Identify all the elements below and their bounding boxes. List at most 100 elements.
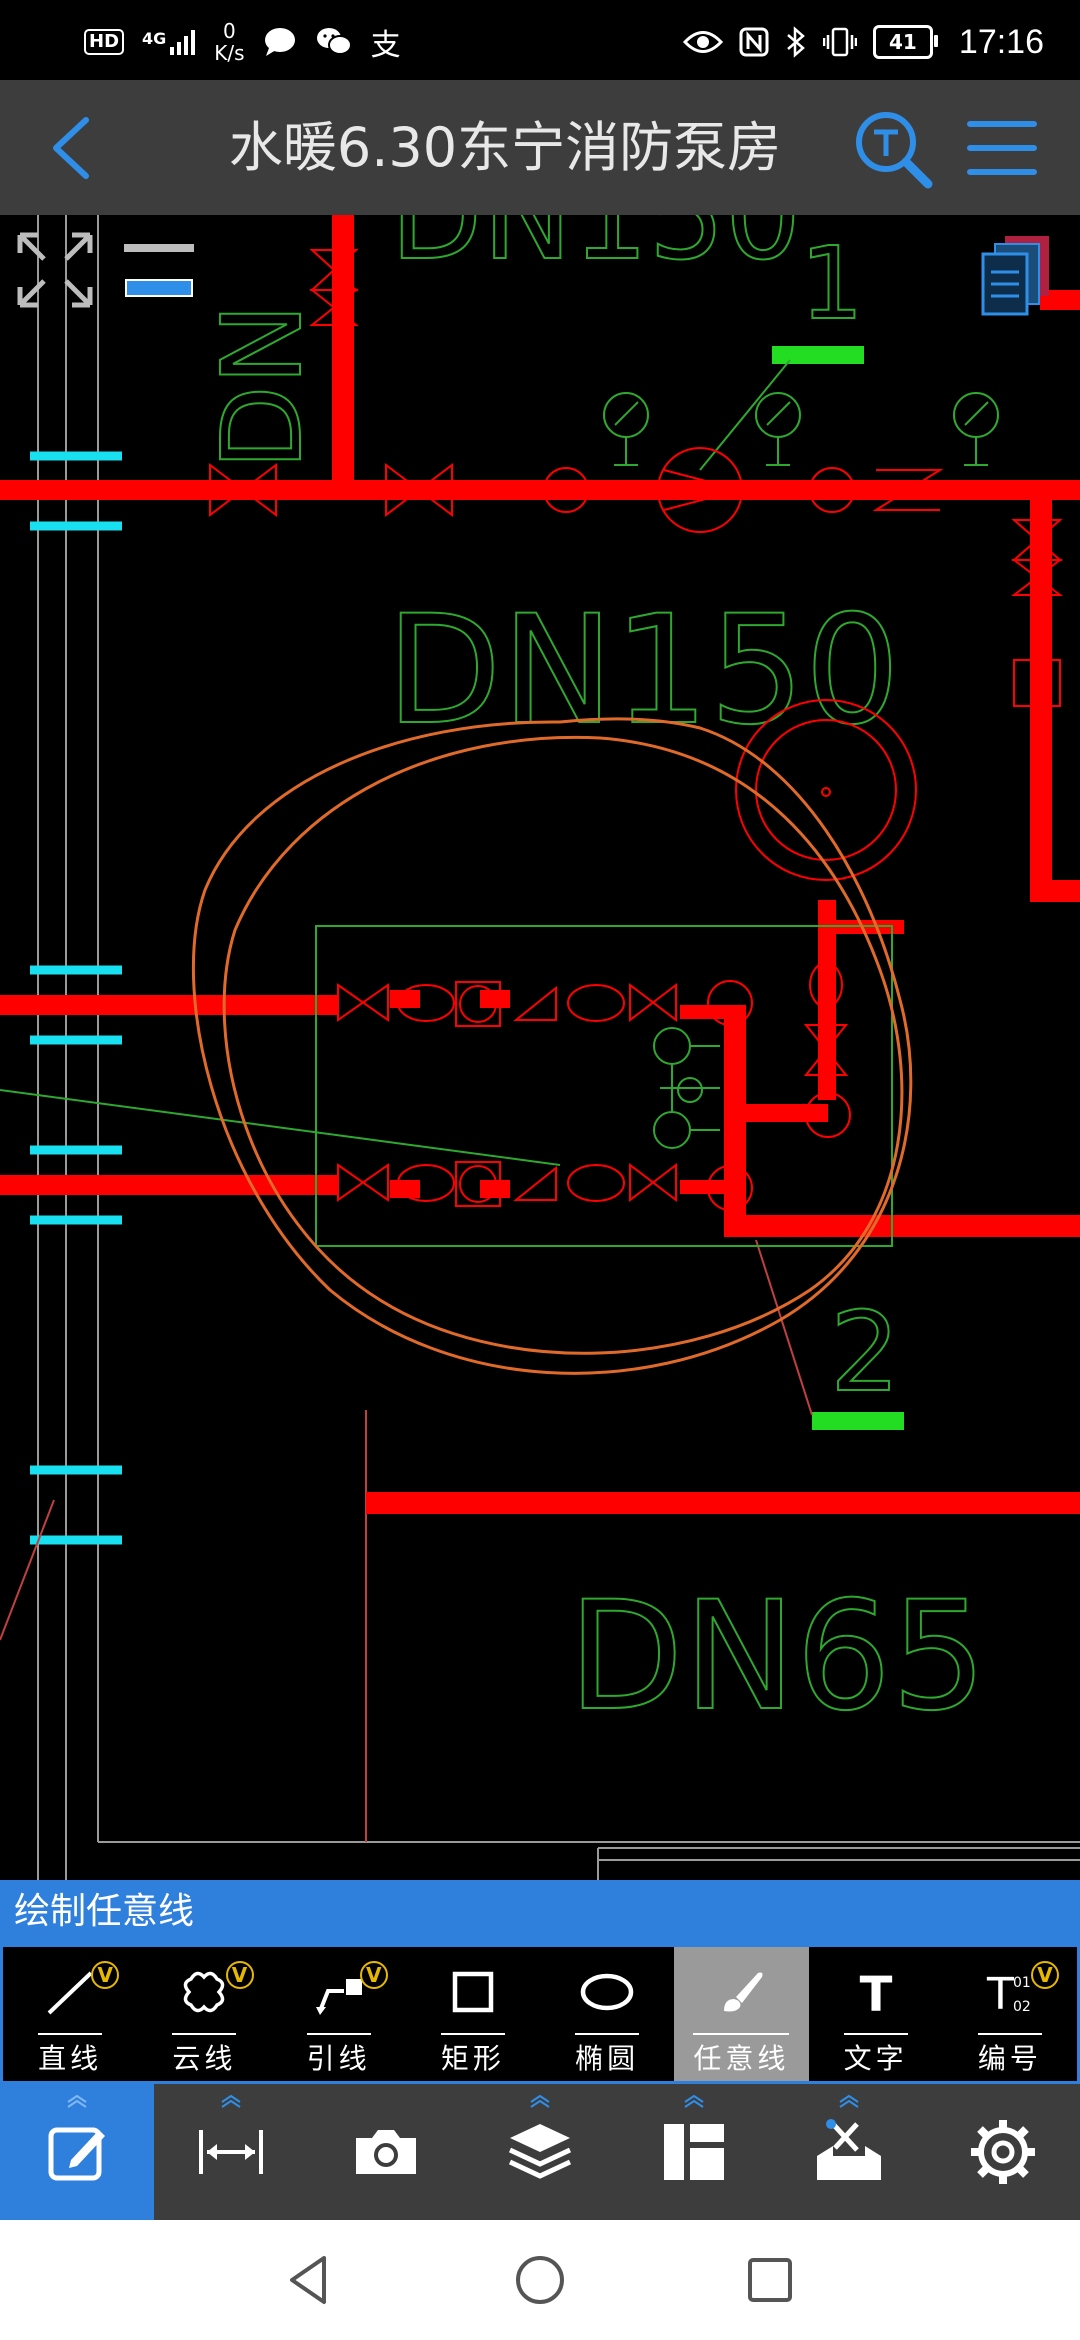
expand-up-icon[interactable] [683,2094,705,2108]
message-icon [264,28,295,56]
alipay-icon: 支 [370,28,401,63]
wechat-icon [316,28,352,55]
annotation-toolbar: 直线 V 云线 V 引线 V 矩形 椭圆 任意线 T 文字 T 01 02 编号… [0,1944,1080,2084]
tool-label: 云线 [172,2033,237,2077]
pipes [0,215,1080,1514]
signal-icon: 4G [142,29,196,55]
tool-freehand[interactable]: 任意线 [674,1947,809,2081]
net-speed-unit: K/s [214,41,245,65]
text-icon: T [859,1967,892,2019]
green-marker-2 [812,1412,904,1430]
label-dn150-top: DN150 [390,215,801,287]
gauges [603,392,999,466]
numbering-icon-glyph: T [986,1969,1014,2019]
cloud-line-icon [184,1971,225,2013]
line-icon [47,1971,93,2015]
tool-label: 引线 [306,2033,371,2077]
bottom-tab-bar [0,2084,1080,2220]
expand-up-icon[interactable] [838,2094,860,2108]
green-marker-1 [772,346,864,364]
network-type: 4G [142,29,167,48]
nav-recents-icon[interactable] [740,2250,800,2310]
documents-icon[interactable] [975,230,1055,320]
cad-drawing[interactable]: DN150 DN 1 DN150 2 DN65 [0,215,1080,1880]
pump-gauges [653,1027,720,1149]
bluetooth-icon [787,26,805,58]
menu-icon[interactable] [962,108,1042,188]
tab-tools[interactable] [771,2084,925,2220]
settings-icon [970,2120,1035,2184]
tool-rectangle[interactable]: 矩形 [406,1947,540,2081]
label-dn150-main: DN150 [386,584,900,758]
tool-ellipse[interactable]: 椭圆 [540,1947,674,2081]
label-num-1: 1 [800,225,864,342]
cyan-markers [30,451,122,1545]
layer-indicator-icon[interactable] [120,236,200,306]
tools-icon [816,2119,881,2180]
system-nav-bar [0,2220,1080,2340]
tool-label: 编号 [977,2033,1042,2077]
net-speed: 0 K/s [214,20,244,64]
drawing-title: 水暖6.30东宁消防泵房 [228,116,782,179]
freehand-stroke [191,717,913,1375]
layout-icon [664,2124,725,2180]
tool-panel-title: 绘制任意线 [0,1880,1080,1944]
expand-up-icon[interactable] [529,2094,551,2108]
vip-badge: V [359,1961,388,1989]
tool-label: 矩形 [440,2033,505,2077]
text-icon-glyph: T [859,1967,892,2019]
rectangle-icon [452,1971,494,2013]
vip-badge: V [1031,1961,1059,1989]
nav-home-icon[interactable] [510,2250,570,2310]
net-speed-value: 0 [223,19,236,43]
pump-set-box [315,925,893,1247]
vibrate-icon [822,27,857,57]
tool-label: 椭圆 [575,2033,640,2077]
valves [209,249,1063,881]
tool-label: 直线 [38,2033,103,2077]
clock: 17:16 [958,22,1044,61]
tool-leader-line[interactable]: 引线 V [272,1947,406,2081]
battery-icon: 41 [872,25,938,59]
numbering-icon-bottom: 02 [1013,1999,1031,2015]
tab-annotate[interactable] [0,2084,155,2220]
numbering-icon-top: 01 [1013,1975,1031,1991]
measure-icon [199,2130,264,2174]
tab-settings[interactable] [926,2084,1080,2220]
back-icon[interactable] [36,108,116,188]
tab-layout[interactable] [617,2084,771,2220]
ellipse-icon [580,1973,634,2011]
status-bar: HD 4G 0 K/s 支 41 17:16 [0,0,1080,80]
tab-layers[interactable] [463,2084,617,2220]
label-dn150-vertical: DN [198,303,326,470]
status-right: 41 17:16 [682,14,1044,70]
tab-camera[interactable] [309,2084,463,2220]
tool-line[interactable]: 直线 V [3,1947,137,2081]
hd-badge: HD [84,29,125,55]
expand-up-icon[interactable] [66,2094,88,2108]
cad-canvas[interactable]: DN150 DN 1 DN150 2 DN65 [0,215,1080,1880]
leader-line-icon [315,1979,362,2015]
tab-measure[interactable] [154,2084,308,2220]
edit-icon [48,2127,106,2181]
text-search-icon[interactable] [850,106,936,192]
label-num-2: 2 [830,1288,900,1416]
brush-icon [724,1972,763,2012]
tool-label: 文字 [843,2033,908,2077]
pump-set [337,962,851,1211]
label-dn65: DN65 [568,1570,987,1744]
tool-text[interactable]: T 文字 [809,1947,943,2081]
app-bar: 水暖6.30东宁消防泵房 [0,80,1080,215]
fullscreen-icon[interactable] [10,225,100,315]
eye-icon [682,31,723,53]
layers-icon [508,2124,572,2179]
camera-icon [355,2130,416,2174]
expand-up-icon[interactable] [220,2094,242,2108]
tool-label: 任意线 [693,2033,790,2077]
nfc-icon [739,27,769,57]
numbering-icon: T 01 02 [986,1969,1031,2019]
vip-badge: V [225,1961,254,1989]
nav-back-icon[interactable] [280,2250,340,2310]
tool-cloud-line[interactable]: 云线 V [137,1947,271,2081]
tool-numbering[interactable]: T 01 02 编号 V [943,1947,1077,2081]
